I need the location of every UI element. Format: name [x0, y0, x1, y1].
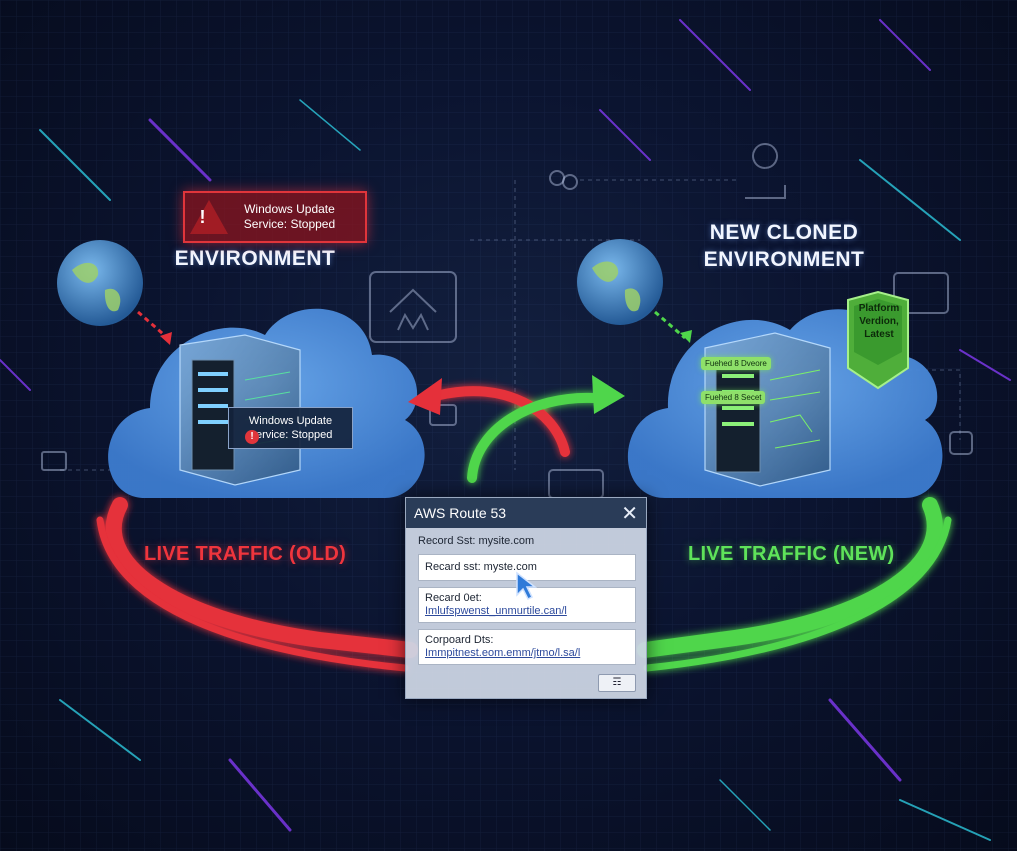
- corporate-dts-label: Corpoard Dts:: [425, 634, 494, 646]
- new-env-tag-1: Fuehed 8 Dveore: [701, 357, 771, 370]
- old-environment-title: ENVIRONMENT: [174, 247, 336, 270]
- server-new: [704, 332, 831, 487]
- alert-triangle-icon: !: [199, 206, 206, 227]
- corporate-dts-link[interactable]: Immpitnest.eom.emm/jtmo/l.sa/l: [425, 647, 581, 659]
- alert-top-text: Windows Update Service: Stopped: [243, 202, 336, 231]
- record-target-link[interactable]: Imlufspwenst_unmurtile.can/l: [425, 605, 567, 617]
- record-target-label: Recard 0et:: [425, 592, 482, 604]
- close-icon[interactable]: ✕: [621, 502, 638, 525]
- new-env-tag-2: Fuehed 8 Secet: [701, 391, 766, 404]
- live-traffic-new-ring: [637, 497, 952, 672]
- arrow-icon-red: [408, 378, 442, 415]
- platform-badge-text: Platform Verdion, Latest: [858, 303, 900, 340]
- dialog-action-button[interactable]: ☶: [598, 674, 636, 692]
- dashed-arrow-old: [137, 310, 171, 342]
- new-environment-title: NEW CLONED ENVIRONMENT: [694, 219, 874, 273]
- dashed-arrow-new: [654, 310, 686, 340]
- live-traffic-old-label: LIVE TRAFFIC (OLD): [144, 543, 347, 565]
- new-environment-title-line1: NEW CLONED: [709, 221, 859, 244]
- live-traffic-new-label: LIVE TRAFFIC (NEW): [688, 543, 895, 565]
- globe-icon-old: [57, 240, 143, 326]
- mouse-cursor-icon: [516, 571, 538, 601]
- alert-circle-icon: !: [245, 430, 259, 444]
- corporate-dts-field[interactable]: Corpoard Dts: Immpitnest.eom.emm/jtmo/l.…: [418, 629, 636, 665]
- alert-inner-text: Windows Update Service: Stopped: [248, 415, 333, 441]
- live-traffic-old-ring: [96, 497, 418, 672]
- globe-icon-new: [577, 239, 663, 325]
- route53-dialog: AWS Route 53 ✕ Record Sst: mysite.com Re…: [405, 497, 647, 699]
- dialog-header: AWS Route 53 ✕: [406, 498, 646, 528]
- new-environment-title-line2: ENVIRONMENT: [703, 248, 865, 271]
- background-streaks: [0, 19, 1011, 841]
- alert-windows-update-top: ! Windows Update Service: Stopped: [183, 191, 367, 243]
- dialog-title: AWS Route 53: [414, 505, 507, 521]
- alert-windows-update-inner: ! Windows Update Service: Stopped: [228, 407, 353, 449]
- switch-arrows: [435, 386, 600, 483]
- shield-badge-icon: [847, 290, 909, 390]
- record-set-label: Record Sst: mysite.com: [418, 535, 535, 547]
- faint-icons: [41, 143, 973, 499]
- arrow-icon-green: [592, 375, 625, 414]
